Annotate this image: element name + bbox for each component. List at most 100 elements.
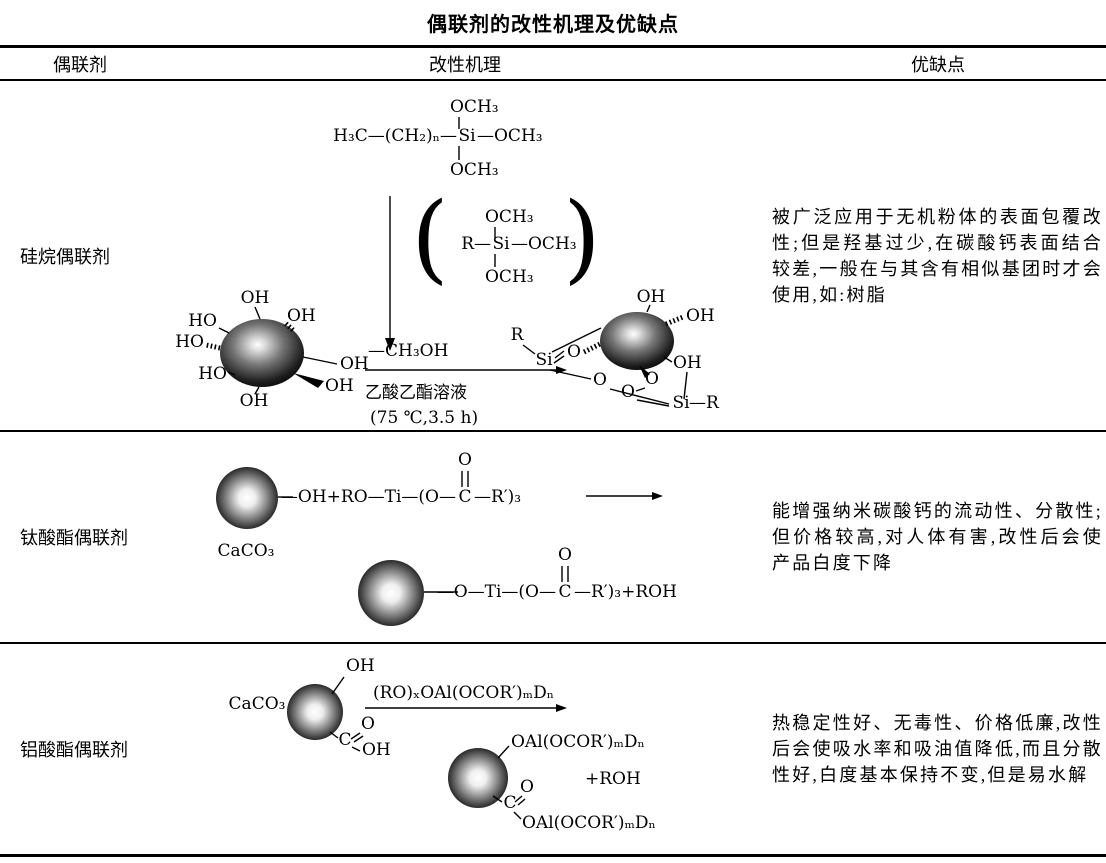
double-bond (353, 735, 364, 743)
mechanism-cell-aluminate: CaCO₃ OH C O OH (RO)ₓOAl(OCOR′)ₘDₙ (160, 644, 770, 854)
mechanism-cell-titanate: CaCO₃ —OH+RO—Ti—(O— C —R′)₃ O (160, 432, 770, 642)
och3-top: OCH₃ (450, 97, 499, 117)
titanate-formula-left: —OH+RO—Ti—(O— (281, 487, 456, 507)
hydroxyl-particle: OH OH HO HO OH HO OH OH (175, 288, 369, 411)
caco3-sphere (448, 748, 508, 808)
agent-label-titanate: 钛酸酯偶联剂 (20, 528, 128, 548)
hashed-bond (665, 314, 684, 327)
r-group: R— (461, 234, 491, 254)
caco3-label: CaCO₃ (229, 694, 286, 714)
c-atom: C (338, 730, 351, 750)
pros-cons-text: 热稳定性好、无毒性、价格低廉,改性后会使吸水率和吸油值降低,而且分散性好,白度基… (772, 713, 1103, 785)
och3-right: —OCH₃ (477, 126, 543, 146)
bond (227, 371, 236, 376)
table-title: 偶联剂的改性机理及优缺点 (427, 12, 679, 36)
r-group: R (511, 325, 525, 345)
arrow-head (556, 704, 567, 712)
agent-label-silane: 硅烷偶联剂 (20, 246, 110, 267)
bond (497, 745, 510, 759)
bond (663, 356, 673, 363)
oh-right: OH (340, 354, 369, 374)
si-atom: Si (458, 126, 476, 146)
pros-cons-text: 能增强纳米碳酸钙的流动性、分散性;但价格较高,对人体有害,改性后会使产品白度下降 (772, 501, 1103, 573)
r-group: —R (689, 393, 720, 413)
aluminate-reactant: CaCO₃ OH C O OH (229, 656, 391, 760)
titanate-reactants: CaCO₃ —OH+RO—Ti—(O— C —R′)₃ O (216, 450, 663, 561)
titanate-formula-tail: —R′)₃ (474, 487, 521, 507)
reaction-down-arrow (385, 196, 395, 351)
och3-top: OCH₃ (485, 207, 534, 227)
caco3-sphere (358, 560, 424, 626)
caco3-sphere (220, 319, 304, 387)
silane-paren-structure: ( ) R— Si —OCH₃ OCH₃ OCH₃ (411, 182, 600, 294)
conditions-label: (75 ℃,3.5 h) (370, 408, 478, 428)
bond-o-si (636, 399, 670, 407)
si-atom: Si (535, 350, 553, 370)
byproduct-ch3oh: —CH₃OH (368, 341, 448, 361)
agent-label-aluminate: 铝酸酯偶联剂 (20, 740, 128, 760)
c-atom: C (558, 582, 571, 602)
caco3-sphere (600, 312, 674, 370)
oh-group: OH (362, 740, 391, 760)
solvent-label: 乙酸乙酯溶液 (365, 383, 467, 402)
aluminate-mechanism-diagram: CaCO₃ OH C O OH (RO)ₓOAl(OCOR′)ₘDₙ (229, 656, 656, 833)
double-bond (554, 350, 565, 359)
double-bond (517, 798, 526, 806)
caco3-label: CaCO₃ (218, 541, 275, 561)
pros-cons-cell-aluminate: 热稳定性好、无毒性、价格低廉,改性后会使吸水率和吸油值降低,而且分散性好,白度基… (770, 644, 1106, 854)
oh-top-right: OH (287, 306, 316, 326)
pros-cons-text: 被广泛应用于无机粉体的表面包覆改性;但是羟基过少,在碳酸钙表面结合较差,一般在与… (772, 206, 1103, 305)
double-bond (350, 732, 361, 740)
si-atom: Si (492, 234, 510, 254)
bond (646, 304, 651, 313)
aluminate-group-bottom: OAl(OCOR′)ₘDₙ (522, 813, 656, 833)
arrow-head (652, 492, 663, 500)
bond-r-si (522, 344, 536, 355)
carbonyl-o: O (458, 450, 472, 470)
titanate-product-left: —O—Ti—(O— (437, 582, 556, 602)
ho-upper-left: HO (188, 311, 217, 331)
o-atom: O (645, 369, 659, 389)
bond-oh-si (683, 371, 688, 400)
bond-si-sphere (551, 327, 602, 353)
hashed-bond (582, 341, 602, 355)
ho-left: HO (175, 332, 204, 352)
bond (254, 306, 261, 320)
header-pros-cons: 优缺点 (911, 54, 965, 75)
bond (218, 327, 230, 334)
si-atom: Si (672, 393, 690, 413)
caco3-sphere (216, 467, 278, 529)
bond (513, 811, 522, 820)
byproduct-roh: +ROH (585, 769, 641, 789)
och3-bottom: OCH₃ (450, 160, 499, 180)
bond (351, 746, 361, 752)
och3-bottom: OCH₃ (485, 267, 534, 287)
table-caption-bar: 偶联剂的改性机理及优缺点 (0, 0, 1106, 45)
oh-top: OH (637, 287, 666, 307)
left-parenthesis: ( (411, 182, 448, 294)
ho-bottom-left: HO (198, 364, 227, 384)
bond-o-o (635, 387, 646, 392)
reaction-arrow-conditions: —CH₃OH 乙酸乙酯溶液 (75 ℃,3.5 h) (365, 341, 567, 428)
down-arrow-head (385, 338, 395, 351)
o-atom: O (593, 370, 607, 390)
silane-reactant-structure: H₃C—(CH₂)ₙ— Si —OCH₃ OCH₃ OCH₃ (333, 97, 543, 180)
wedge-bond (639, 365, 650, 378)
bond (331, 676, 345, 695)
mechanism-cell-silane: H₃C—(CH₂)ₙ— Si —OCH₃ OCH₃ OCH₃ (160, 81, 770, 430)
o-atom: O (567, 342, 581, 362)
oh-bottom-right: OH (325, 376, 354, 396)
bond (492, 795, 503, 803)
c-atom: C (458, 487, 471, 507)
coupling-agent-table: 偶联剂 改性机理 优缺点 硅烷偶联剂 (0, 45, 1106, 857)
bond-o-si (609, 388, 670, 405)
header-agent: 偶联剂 (53, 54, 107, 75)
double-bond (514, 795, 523, 803)
oh-bottom: OH (240, 391, 269, 411)
carbonyl-o: O (520, 777, 534, 797)
wedge-bond (293, 373, 324, 388)
caco3-sphere (287, 684, 343, 740)
titanate-mechanism-diagram: CaCO₃ —OH+RO—Ti—(O— C —R′)₃ O (216, 450, 677, 626)
hashed-bond (205, 342, 221, 351)
